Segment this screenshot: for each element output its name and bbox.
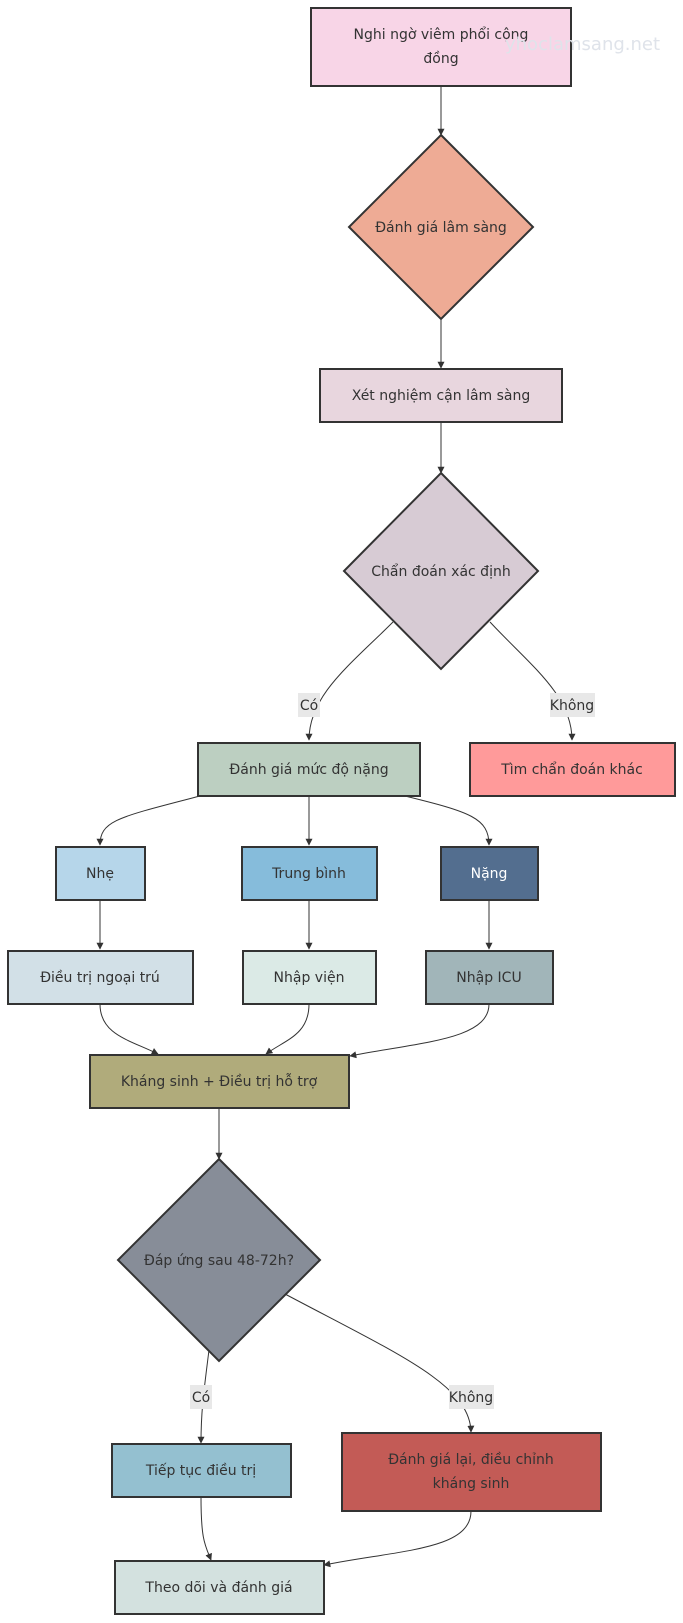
node-severity-label: Đánh giá mức độ nặng: [229, 762, 388, 778]
edge-label-resp-no: Không: [449, 1385, 494, 1409]
node-monitor-label: Theo dõi và đánh giá: [144, 1580, 292, 1596]
node-admit: Nhập viện: [242, 950, 377, 1005]
node-severity: Đánh giá mức độ nặng: [197, 742, 421, 797]
node-suspect-box: [310, 7, 572, 87]
node-other-label: Tìm chẩn đoán khác: [500, 761, 643, 778]
edge-admit-antibiotics: [265, 1003, 310, 1055]
node-continue-label: Tiếp tục điều trị: [145, 1462, 256, 1479]
node-reassess-line1: Đánh giá lại, điều chỉnh: [388, 1451, 554, 1468]
node-suspect-line1: Nghi ngờ viêm phổi cộng: [354, 26, 529, 43]
node-response: Đáp ứng sau 48-72h?: [116, 1157, 322, 1363]
node-moderate-label: Trung bình: [271, 866, 346, 882]
node-lab-label: Xét nghiệm cận lâm sàng: [352, 388, 531, 404]
node-continue-box: [111, 1443, 292, 1498]
edge-label-text: Có: [192, 1390, 210, 1406]
node-diagnosis: Chẩn đoán xác định: [342, 471, 540, 671]
node-continue: Tiếp tục điều trị: [111, 1443, 292, 1498]
node-reassess: Đánh giá lại, điều chỉnh kháng sinh: [341, 1432, 602, 1512]
node-outpatient-box: [7, 950, 194, 1005]
node-reassess-line2: kháng sinh: [433, 1476, 510, 1492]
node-severe-box: [440, 846, 539, 901]
node-other: Tìm chẩn đoán khác: [469, 742, 676, 797]
edge-diagnosis-other: [489, 621, 576, 741]
node-severe: Nặng: [440, 846, 539, 901]
edge-icu-antibiotics: [349, 1003, 490, 1059]
node-clinical-label: Đánh giá lâm sàng: [375, 220, 507, 236]
node-suspect-line2: đồng: [423, 50, 458, 67]
node-icu-box: [425, 950, 554, 1005]
node-antibiotics-box: [89, 1054, 350, 1109]
edge-reassess-monitor: [323, 1510, 472, 1568]
node-mild-label: Nhẹ: [86, 866, 114, 882]
node-diagnosis-diamond: [342, 471, 540, 671]
node-diagnosis-label: Chẩn đoán xác định: [371, 563, 510, 580]
edge-label-resp-yes: Có: [190, 1385, 212, 1409]
node-severe-label: Nặng: [471, 866, 508, 882]
node-admit-box: [242, 950, 377, 1005]
edge-continue-monitor: [200, 1496, 212, 1561]
node-outpatient: Điều trị ngoại trú: [7, 950, 194, 1005]
node-other-box: [469, 742, 676, 797]
node-monitor: Theo dõi và đánh giá: [114, 1560, 325, 1615]
node-mild-box: [55, 846, 146, 901]
node-mild: Nhẹ: [55, 846, 146, 901]
node-moderate: Trung bình: [241, 846, 378, 901]
node-moderate-box: [241, 846, 378, 901]
node-lab: Xét nghiệm cận lâm sàng: [319, 368, 563, 423]
node-icu: Nhập ICU: [425, 950, 554, 1005]
edge-response-reassess: [284, 1293, 475, 1433]
node-antibiotics-label: Kháng sinh + Điều trị hỗ trợ: [121, 1073, 318, 1090]
edge-label-text: Không: [550, 698, 594, 714]
edge-label-diag-no: Không: [550, 693, 595, 717]
edge-severity-severe: [404, 795, 493, 846]
edges: [96, 86, 576, 1568]
node-response-diamond: [116, 1157, 322, 1363]
node-antibiotics: Kháng sinh + Điều trị hỗ trợ: [89, 1054, 350, 1109]
node-icu-label: Nhập ICU: [456, 970, 521, 986]
node-monitor-box: [114, 1560, 325, 1615]
node-clinical: Đánh giá lâm sàng: [347, 133, 535, 321]
node-lab-box: [319, 368, 563, 423]
node-severity-box: [197, 742, 421, 797]
edge-label-diag-yes: Có: [298, 693, 320, 717]
node-admit-label: Nhập viện: [274, 970, 345, 986]
edge-label-text: Không: [449, 1390, 493, 1406]
edge-outpatient-antibiotics: [99, 1003, 159, 1055]
node-reassess-box: [341, 1432, 602, 1512]
node-suspect: Nghi ngờ viêm phổi cộng đồng: [310, 7, 572, 87]
edge-diagnosis-severity: [305, 621, 394, 741]
node-outpatient-label: Điều trị ngoại trú: [40, 969, 160, 986]
node-response-label: Đáp ứng sau 48-72h?: [144, 1253, 294, 1269]
edge-label-text: Có: [300, 698, 318, 714]
node-clinical-diamond: [347, 133, 535, 321]
edge-severity-mild: [96, 795, 201, 846]
